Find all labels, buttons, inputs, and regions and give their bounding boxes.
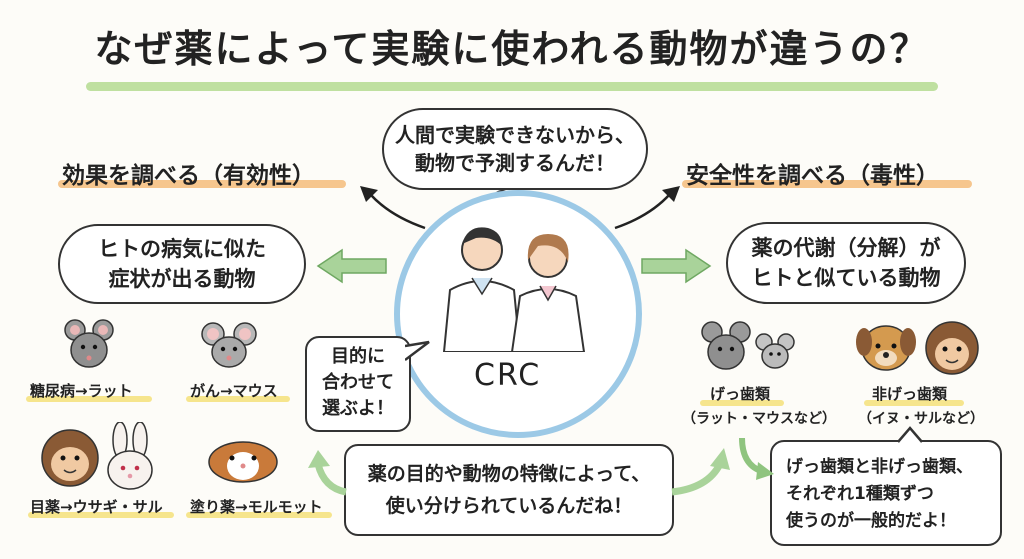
rat-mouse-icon bbox=[701, 321, 795, 370]
left-green-arrow bbox=[316, 248, 387, 284]
guinea-pig-icon bbox=[208, 441, 278, 483]
animal-label-eyedrops: 目薬→ウサギ・サル bbox=[30, 498, 163, 516]
rodent-sub: （ラット・マウスなど） bbox=[682, 411, 836, 427]
speech-line-1: 目的に bbox=[331, 346, 385, 367]
label-underline bbox=[186, 512, 332, 518]
bottom-left-arrow bbox=[308, 450, 347, 496]
page-title: なぜ薬によって実験に使われる動物が違うの？ bbox=[94, 27, 930, 71]
rat-icon bbox=[64, 319, 114, 368]
left-heading: 効果を調べる（有効性） bbox=[62, 163, 315, 189]
animal-label-ointment: 塗り薬→モルモット bbox=[190, 498, 323, 516]
thought-line-1: 人間で実験できないから、 bbox=[395, 123, 635, 147]
thought-line-2: 動物で予測するんだ！ bbox=[415, 151, 615, 175]
note-line-2: それぞれ1種類ずつ bbox=[786, 484, 934, 504]
note-tail bbox=[897, 426, 923, 443]
speech-tail bbox=[405, 340, 430, 361]
dog-monkey-icon bbox=[856, 321, 979, 375]
crc-staff-illustration bbox=[442, 227, 586, 352]
right-heading: 安全性を調べる（毒性） bbox=[686, 163, 939, 189]
right-cloud-line-2: ヒトと似ている動物 bbox=[751, 266, 941, 290]
nonrodent-sub: （イヌ・サルなど） bbox=[858, 411, 984, 427]
animal-label-cancer: がん→マウス bbox=[190, 382, 278, 400]
right-cloud: 薬の代謝（分解）が ヒトと似ている動物 bbox=[726, 222, 966, 304]
animal-label-diabetes: 糖尿病→ラット bbox=[30, 382, 133, 400]
crc-label: CRC bbox=[474, 358, 542, 393]
left-cloud-line-1: ヒトの病気に似た bbox=[98, 237, 266, 261]
note-line-1: げっ歯類と非げっ歯類、 bbox=[786, 457, 973, 477]
nonrodent-label: 非げっ歯類 bbox=[872, 385, 948, 403]
summary-line-1: 薬の目的や動物の特徴によって、 bbox=[367, 463, 651, 485]
speech-line-3: 選ぶよ！ bbox=[322, 398, 394, 419]
title-underline bbox=[86, 82, 938, 91]
note-line-3: 使うのが一般的だよ！ bbox=[786, 511, 956, 531]
choose-speech-bubble: 目的に 合わせて 選ぶよ！ bbox=[305, 336, 411, 432]
speech-line-2: 合わせて bbox=[322, 372, 394, 393]
left-cloud-line-2: 症状が出る動物 bbox=[108, 267, 256, 291]
label-underline bbox=[26, 396, 152, 402]
summary-line-2: 使い分けられているんだね！ bbox=[385, 495, 633, 517]
right-green-arrow bbox=[641, 248, 712, 284]
left-heading-highlight bbox=[58, 180, 346, 188]
note-green-arrow bbox=[739, 437, 774, 480]
summary-box: 薬の目的や動物の特徴によって、 使い分けられているんだね！ bbox=[344, 444, 674, 536]
label-underline bbox=[186, 396, 290, 402]
note-box: げっ歯類と非げっ歯類、 それぞれ1種類ずつ 使うのが一般的だよ！ bbox=[770, 440, 1002, 546]
label-underline bbox=[700, 400, 784, 406]
monkey-rabbit-icon bbox=[41, 422, 153, 490]
left-cloud: ヒトの病気に似た 症状が出る動物 bbox=[58, 224, 306, 304]
bottom-right-arrow bbox=[671, 448, 730, 496]
label-underline bbox=[28, 512, 174, 518]
right-cloud-line-1: 薬の代謝（分解）が bbox=[751, 236, 941, 260]
heading-arrows bbox=[360, 186, 680, 230]
right-heading-highlight bbox=[682, 180, 972, 188]
rodent-label: げっ歯類 bbox=[710, 385, 771, 403]
mouse-icon bbox=[201, 322, 257, 368]
thought-bubble: 人間で実験できないから、 動物で予測するんだ！ bbox=[382, 108, 648, 190]
label-underline bbox=[864, 400, 964, 406]
